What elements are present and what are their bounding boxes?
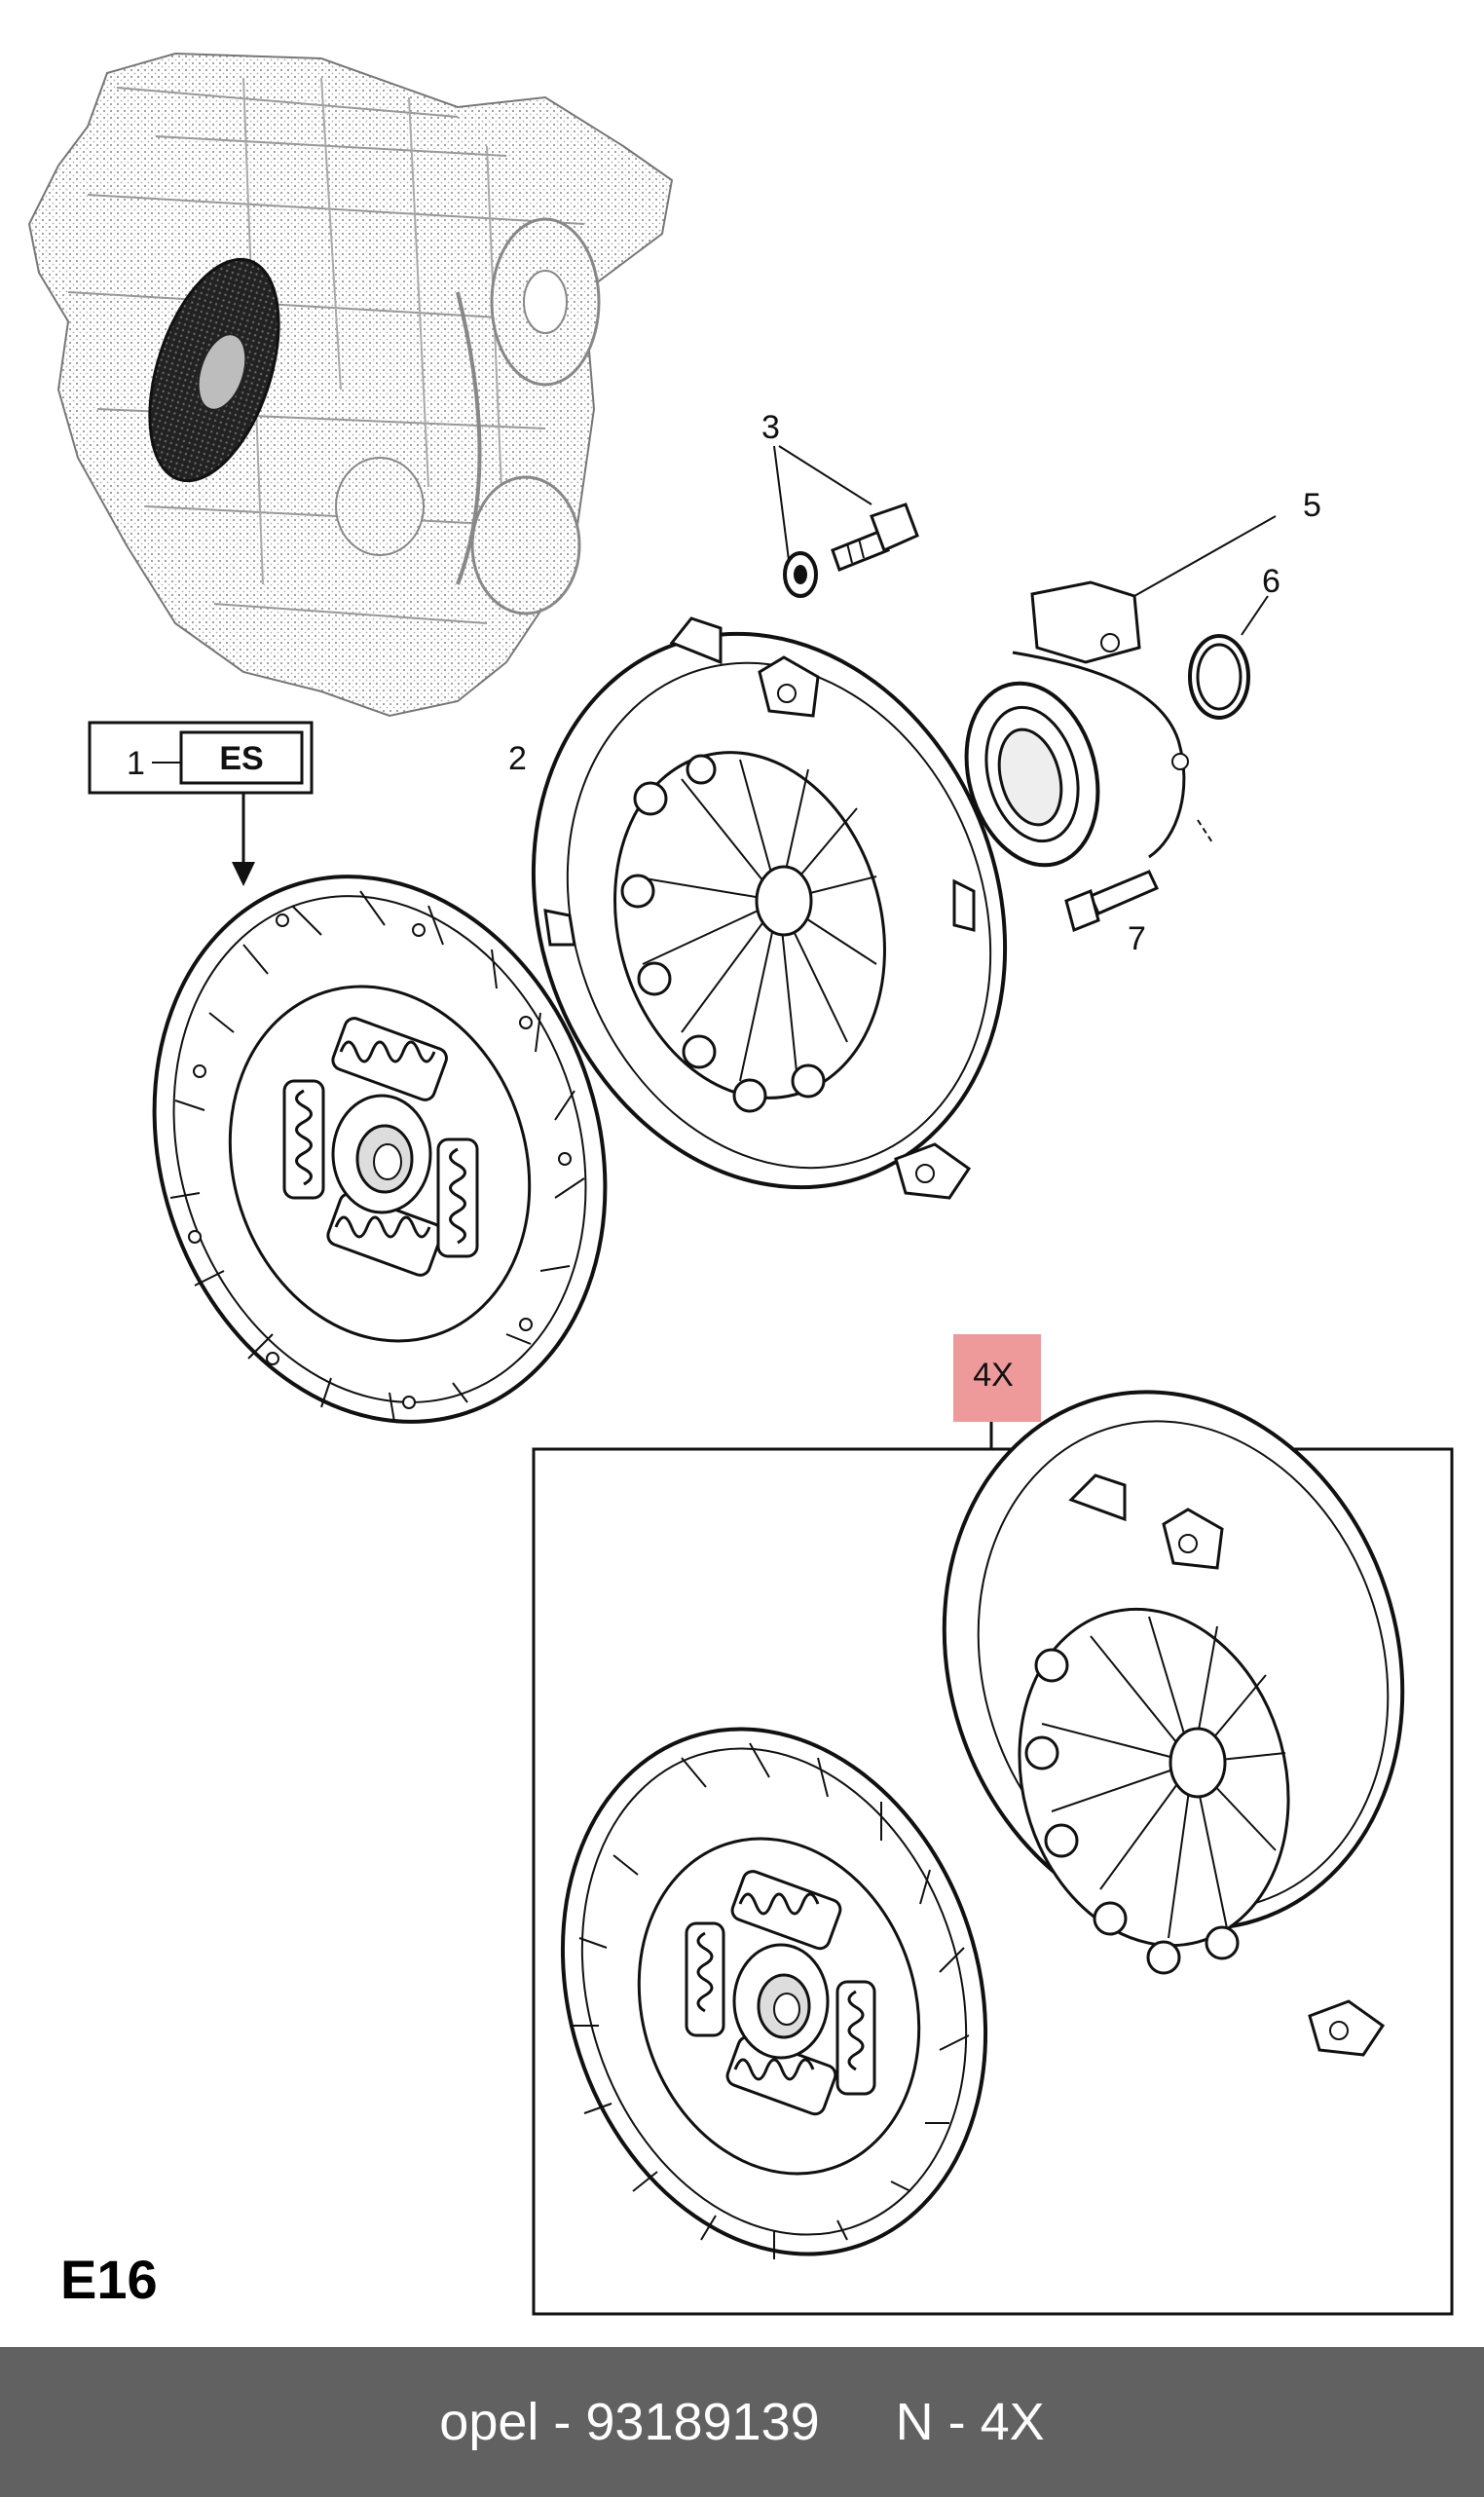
callout-5: 5 — [1303, 487, 1321, 524]
bolt-and-washer: 3 — [761, 409, 919, 598]
kit-marker-label: 4X — [973, 1357, 1014, 1394]
callout-7: 7 — [1128, 920, 1146, 957]
engine-illustration — [27, 52, 674, 718]
footer-kit-code: N - 4X — [895, 2393, 1045, 2451]
callout-2: 2 — [508, 740, 527, 777]
clutch-disc — [152, 875, 608, 1424]
callout-6: 6 — [1262, 563, 1280, 600]
es-callout: 1 ES — [88, 721, 314, 886]
clutch-kit-box — [532, 1390, 1454, 2316]
es-label: ES — [219, 740, 263, 777]
kit-marker: 4X — [953, 1334, 1041, 1449]
callout-3: 3 — [761, 409, 780, 446]
footer-part-number: opel - 93189139 — [439, 2393, 820, 2451]
callout-1: 1 — [127, 745, 145, 782]
release-bearing: 5 6 7 — [964, 487, 1321, 957]
pressure-plate: 2 — [508, 616, 1008, 1200]
footer-bar: opel - 93189139 N - 4X — [0, 2347, 1484, 2497]
clutch-exploded-diagram: 1 ES — [27, 52, 1454, 2316]
page-code: E16 — [60, 2249, 158, 2310]
